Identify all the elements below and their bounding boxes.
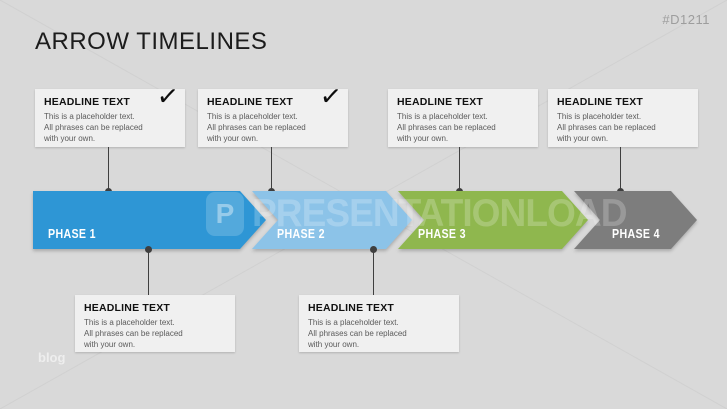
placeholder-line: with your own. — [557, 134, 609, 144]
template-code: #D1211 — [662, 12, 710, 27]
connector-line — [148, 249, 149, 295]
bottom-headline-box-2: HEADLINE TEXT This is a placeholder text… — [299, 295, 459, 352]
placeholder-line: This is a placeholder text. — [308, 318, 399, 327]
connector-line — [271, 147, 272, 191]
placeholder-line: with your own. — [308, 340, 360, 350]
placeholder-text: This is placeholder text. All phrases ca… — [557, 111, 689, 145]
placeholder-line: All phrases can be replaced — [44, 123, 143, 133]
bottom-headline-box-1: HEADLINE TEXT This is a placeholder text… — [75, 295, 235, 352]
placeholder-line: This is a placeholder text. — [207, 112, 298, 121]
headline-text: HEADLINE TEXT — [44, 96, 131, 108]
top-headline-box-3: HEADLINE TEXT This is a placeholder text… — [388, 89, 538, 147]
placeholder-text: This is a placeholder text. All phrases … — [44, 111, 176, 145]
placeholder-line: All phrases can be replaced — [84, 329, 183, 339]
phase-1-arrow — [33, 191, 266, 249]
phase-1-label: PHASE 1 — [48, 226, 96, 241]
timeline-arrows — [33, 191, 697, 249]
checkmark-icon: ✓ — [155, 79, 181, 113]
checkmark-icon: ✓ — [318, 79, 344, 113]
headline-text: HEADLINE TEXT — [207, 96, 294, 108]
phase-4-arrow — [574, 191, 697, 249]
placeholder-text: This is a placeholder text. All phrases … — [397, 111, 529, 145]
top-headline-box-1: HEADLINE TEXT This is a placeholder text… — [35, 80, 185, 147]
placeholder-line: This is placeholder text. — [557, 112, 642, 121]
placeholder-line: All phrases can be replaced — [207, 123, 306, 133]
placeholder-line: All phrases can be replaced — [557, 123, 656, 133]
connector-line — [620, 147, 621, 191]
placeholder-text: This is a placeholder text. All phrases … — [308, 317, 450, 351]
blog-watermark: blog — [38, 350, 66, 365]
slide-title: ARROW TIMELINES — [35, 28, 268, 55]
connector-line — [459, 147, 460, 191]
phase-3-arrow — [398, 191, 588, 249]
placeholder-line: This is a placeholder text. — [44, 112, 135, 121]
connector-line — [373, 249, 374, 295]
placeholder-line: with your own. — [207, 134, 259, 144]
top-headline-box-2: HEADLINE TEXT This is a placeholder text… — [198, 80, 348, 147]
placeholder-text: This is a placeholder text. All phrases … — [84, 317, 226, 351]
placeholder-line: with your own. — [84, 340, 136, 350]
headline-text: HEADLINE TEXT — [84, 302, 171, 314]
placeholder-line: All phrases can be replaced — [308, 329, 407, 339]
placeholder-line: All phrases can be replaced — [397, 123, 496, 133]
placeholder-line: This is a placeholder text. — [84, 318, 175, 327]
placeholder-line: with your own. — [44, 134, 96, 144]
placeholder-line: This is a placeholder text. — [397, 112, 488, 121]
headline-text: HEADLINE TEXT — [397, 96, 484, 108]
phase-4-label: PHASE 4 — [612, 226, 660, 241]
phase-2-label: PHASE 2 — [277, 226, 325, 241]
headline-text: HEADLINE TEXT — [557, 96, 644, 108]
placeholder-text: This is a placeholder text. All phrases … — [207, 111, 339, 145]
placeholder-line: with your own. — [397, 134, 449, 144]
connector-line — [108, 147, 109, 191]
top-headline-box-4: HEADLINE TEXT This is placeholder text. … — [548, 89, 698, 147]
headline-text: HEADLINE TEXT — [308, 302, 395, 314]
phase-2-arrow — [252, 191, 412, 249]
phase-3-label: PHASE 3 — [418, 226, 466, 241]
